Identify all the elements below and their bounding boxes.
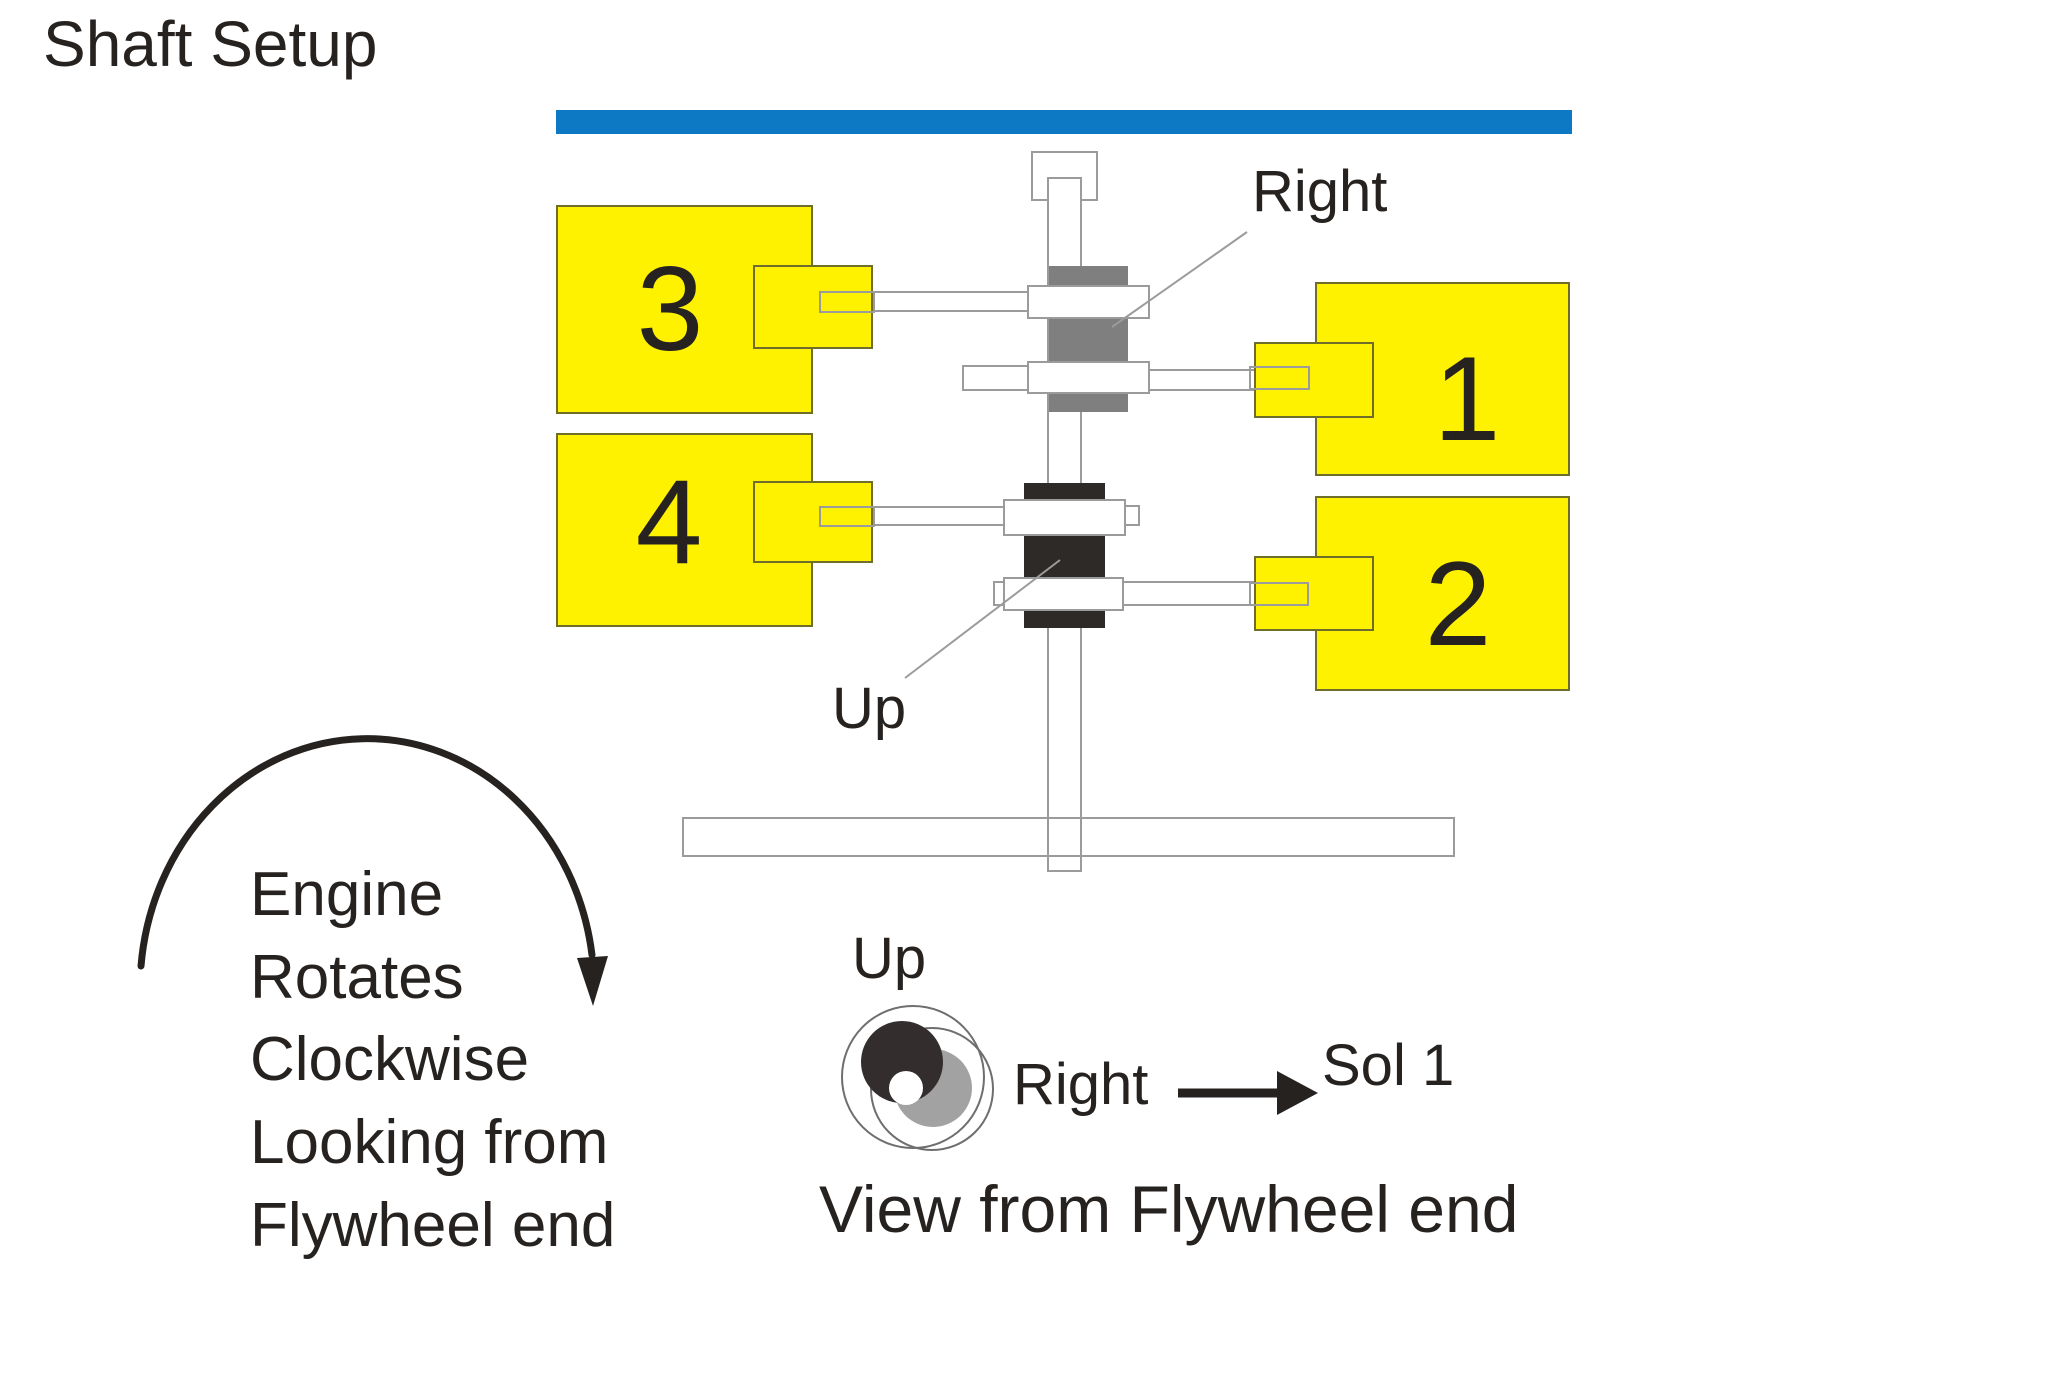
- right-leader-line: [1111, 231, 1248, 328]
- base-cross-bar: [682, 817, 1455, 857]
- rod-cyl1-head: [1027, 361, 1150, 394]
- rotation-arrowhead-icon: [577, 956, 608, 1006]
- clockwise-rotation-arrow: [137, 735, 608, 1006]
- rotation-note: Engine Rotates Clockwise Looking from Fl…: [250, 860, 615, 1260]
- rod-cyl1-end-cap: [962, 365, 1029, 391]
- rod-cyl2-head: [1003, 577, 1124, 611]
- cylinder-4-number: 4: [636, 455, 703, 589]
- connector-cyl2: [1254, 556, 1374, 631]
- rod-cyl4-head: [1003, 499, 1126, 536]
- shaft-hole-circle: [889, 1071, 923, 1105]
- cylinder-2-number: 2: [1425, 537, 1492, 671]
- up-lobe-label: Up: [832, 676, 906, 741]
- rotation-note-line: Engine: [250, 860, 443, 929]
- rotation-arc: [137, 735, 596, 970]
- cylinder-1-number: 1: [1434, 332, 1501, 466]
- page-title: Shaft Setup: [43, 8, 377, 80]
- flywheel-up-label: Up: [852, 926, 926, 991]
- plug-cyl4: [819, 506, 875, 527]
- rod-cyl4-end-cap: [1124, 505, 1140, 526]
- rotation-note-line: Flywheel end: [250, 1191, 615, 1260]
- sol1-label: Sol 1: [1322, 1033, 1454, 1098]
- flywheel-right-label: Right: [1013, 1052, 1148, 1117]
- connector-cyl3: [753, 265, 873, 349]
- rod-cyl3-head: [1027, 285, 1150, 319]
- flywheel-view-caption: View from Flywheel end: [819, 1172, 1518, 1246]
- plug-cyl1: [1249, 366, 1310, 390]
- blue-header-bar: [556, 110, 1572, 134]
- up-leader-line: [904, 559, 1061, 679]
- cylinder-3-number: 3: [637, 242, 704, 376]
- connector-cyl1: [1254, 342, 1374, 418]
- flywheel-end-view: Up Right Sol 1 View from Flywheel end: [819, 926, 1518, 1246]
- shaft-hub-circle: [861, 1021, 943, 1103]
- rotation-note-line: Looking from: [250, 1108, 608, 1177]
- plug-cyl2: [1249, 582, 1309, 606]
- right-lobe-label: Right: [1252, 159, 1387, 224]
- cam-outline-circle-lower: [870, 1027, 994, 1151]
- sol1-arrow: [1178, 1071, 1318, 1115]
- connector-cyl4: [753, 481, 873, 563]
- rotation-note-line: Clockwise: [250, 1025, 529, 1094]
- plug-cyl3: [819, 291, 875, 313]
- rotation-note-line: Rotates: [250, 943, 464, 1012]
- sol1-arrowhead-icon: [1277, 1071, 1318, 1115]
